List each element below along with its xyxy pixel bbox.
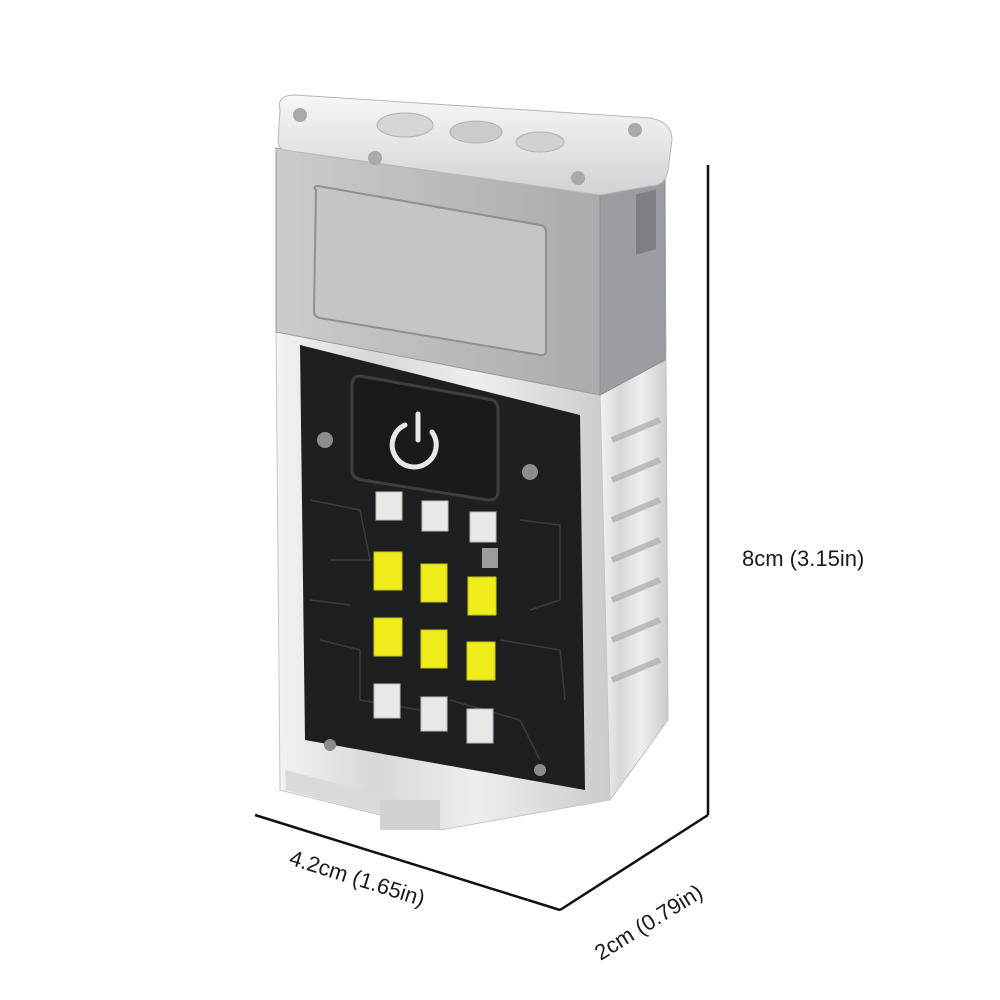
lens-cap — [277, 94, 673, 196]
white-led-row-top — [375, 491, 497, 543]
dimension-lines — [254, 165, 710, 912]
metal-head — [275, 147, 666, 396]
power-button — [350, 374, 500, 502]
led-grid — [373, 491, 498, 744]
depth-dimension-line — [559, 813, 709, 912]
white-led-row-bottom — [373, 683, 494, 744]
width-dimension-line — [254, 813, 561, 912]
power-icon — [389, 411, 439, 470]
height-dimension-label: 8cm (3.15in) — [742, 546, 865, 571]
yellow-led-row-1 — [373, 551, 497, 616]
yellow-led-row-2 — [373, 617, 496, 681]
